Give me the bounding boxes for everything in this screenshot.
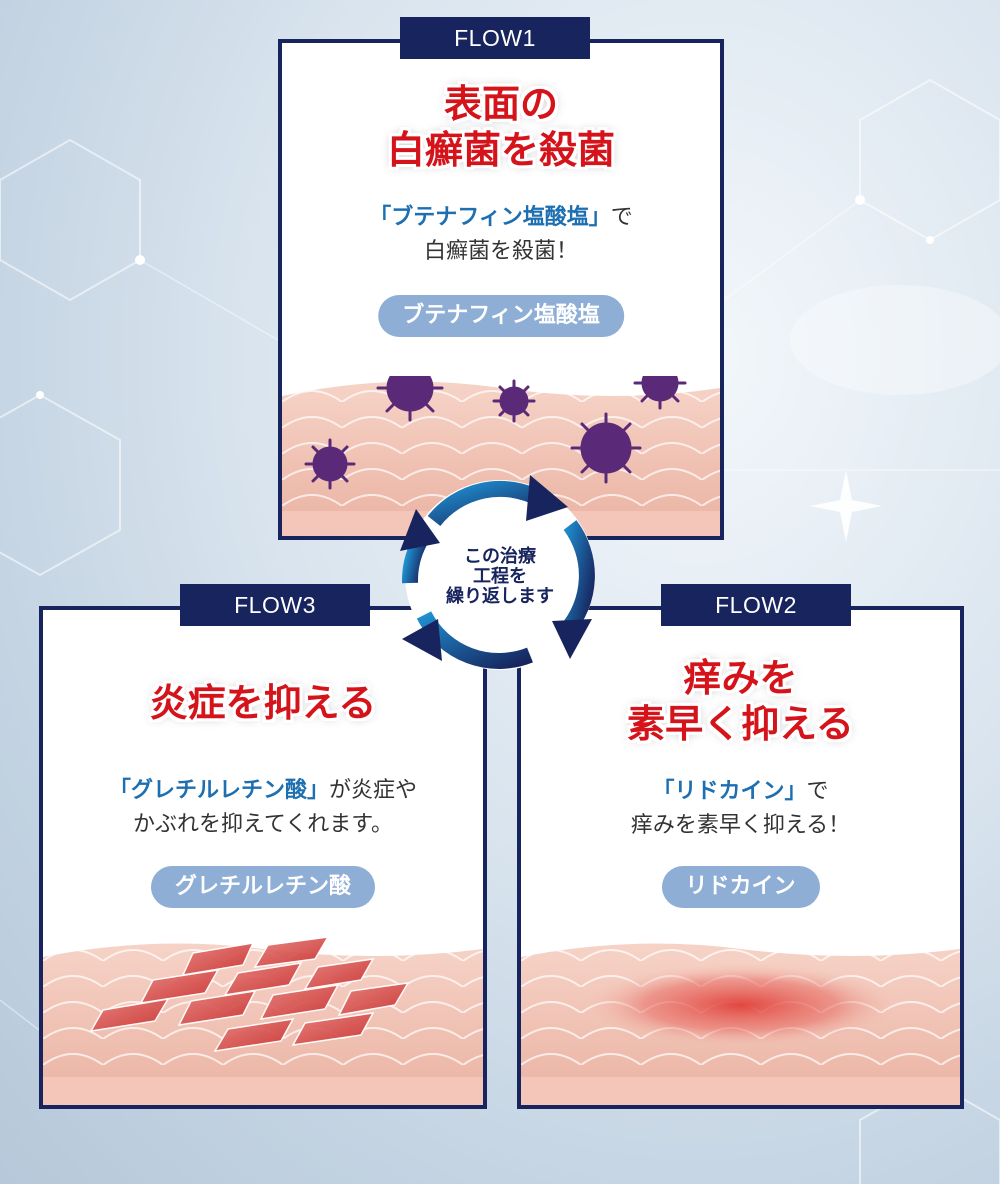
- flow1-ingredient-pill: ブテナフィン塩酸塩: [378, 295, 624, 337]
- flow2-ingredient-highlight: 「リドカイン」: [652, 779, 807, 804]
- flow2-desc-line2: 痒みを素早く抑える！: [630, 813, 851, 838]
- flow3-card: 炎症を抑える 「グレチルレチン酸」が炎症や かぶれを抑えてくれます。 グレチルレ…: [39, 606, 487, 1109]
- flow3-description: 「グレチルレチン酸」が炎症や かぶれを抑えてくれます。: [43, 774, 483, 842]
- cycle-text: この治療 工程を 繰り返します: [380, 547, 620, 607]
- flow2-desc-rest: で: [806, 779, 829, 804]
- flow1-desc-rest: で: [610, 205, 633, 230]
- flow3-tag: FLOW3: [180, 584, 370, 626]
- flow2-card: 痒みを 素早く抑える 「リドカイン」で 痒みを素早く抑える！ リドカイン: [517, 606, 964, 1109]
- flow1-headline-line1: 表面の: [443, 82, 558, 126]
- flow3-headline: 炎症を抑える: [43, 680, 483, 726]
- flow1-ingredient-highlight: 「ブテナフィン塩酸塩」: [369, 205, 611, 230]
- cycle-text-line3: 繰り返します: [446, 586, 554, 607]
- flow3-ingredient-pill: グレチルレチン酸: [150, 866, 376, 908]
- flow3-desc-line2: かぶれを抑えてくれます。: [132, 812, 394, 837]
- flow3-ingredient-highlight: 「グレチルレチン酸」: [108, 778, 329, 803]
- flow1-desc-line2: 白癬菌を殺菌！: [423, 239, 578, 264]
- cycle-text-line1: この治療: [464, 546, 536, 567]
- flow1-description: 「ブテナフィン塩酸塩」で 白癬菌を殺菌！: [282, 201, 720, 269]
- flow1-card: 表面の 白癬菌を殺菌 「ブテナフィン塩酸塩」で 白癬菌を殺菌！ ブテナフィン塩酸…: [278, 39, 724, 540]
- flow1-tag: FLOW1: [400, 17, 590, 59]
- flow2-headline: 痒みを 素早く抑える: [521, 655, 960, 747]
- cycle-indicator: この治療 工程を 繰り返します: [380, 455, 620, 695]
- flow2-ingredient-pill: リドカイン: [661, 866, 820, 908]
- cycle-text-line2: 工程を: [473, 566, 527, 587]
- flow2-headline-line1: 痒みを: [683, 656, 798, 700]
- flow1-headline: 表面の 白癬菌を殺菌: [282, 81, 720, 173]
- skin-with-inflammation-icon: [43, 936, 483, 1105]
- flow2-description: 「リドカイン」で 痒みを素早く抑える！: [521, 775, 960, 843]
- flow3-desc-rest: が炎症や: [329, 778, 418, 803]
- flow1-headline-line2: 白癬菌を殺菌: [386, 128, 615, 172]
- flow3-headline-line1: 炎症を抑える: [149, 681, 377, 725]
- skin-with-redness-icon: [521, 943, 960, 1105]
- flow2-headline-line2: 素早く抑える: [627, 702, 854, 746]
- cycle-arrows-icon: [400, 475, 595, 670]
- flow2-tag: FLOW2: [661, 584, 851, 626]
